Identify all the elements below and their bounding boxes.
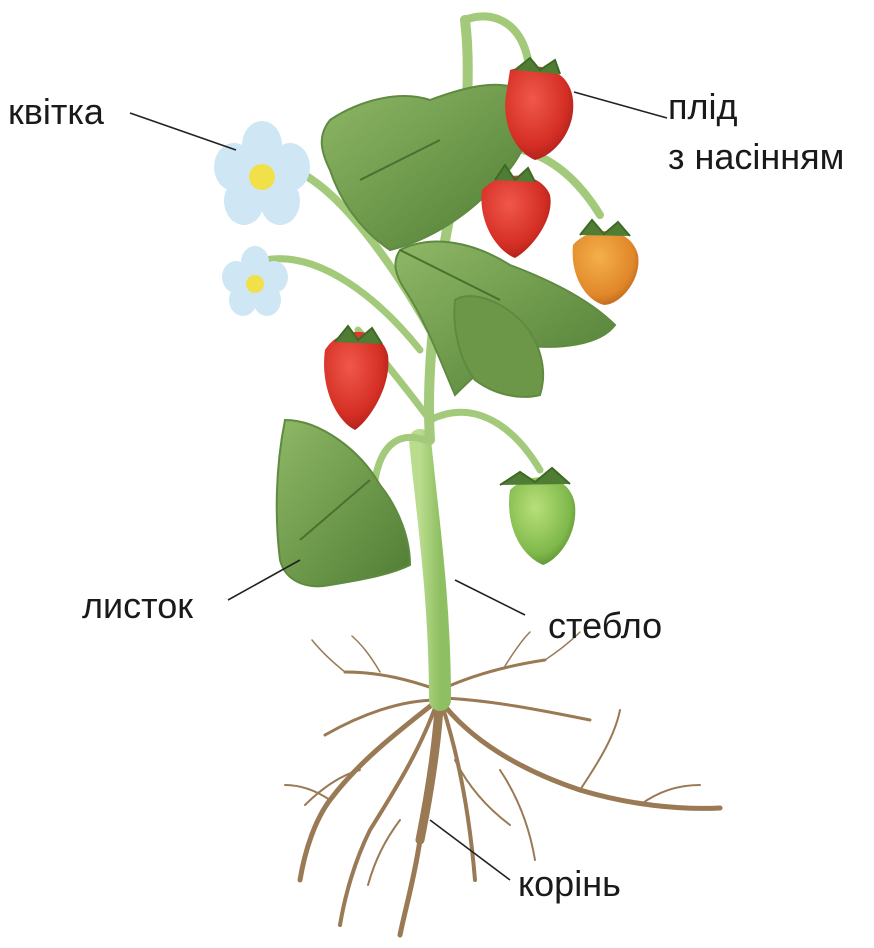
label-leaf: листок [82, 586, 193, 626]
label-fruit: плід з насінням [668, 82, 844, 182]
leader-flower [130, 113, 236, 150]
label-flower: квітка [8, 92, 104, 132]
leader-fruit [574, 92, 667, 118]
label-stem: стебло [548, 606, 662, 646]
flower-large [214, 121, 310, 225]
label-fruit-line2: з насінням [668, 132, 844, 182]
leader-leaf [228, 560, 300, 600]
berry-green [500, 468, 575, 565]
berry-orange [573, 220, 639, 305]
label-root: корінь [518, 864, 621, 904]
roots [285, 632, 720, 935]
label-fruit-line1: плід [668, 82, 844, 132]
berry-left [324, 326, 388, 430]
main-stem [420, 440, 440, 700]
leader-stem [455, 580, 525, 615]
